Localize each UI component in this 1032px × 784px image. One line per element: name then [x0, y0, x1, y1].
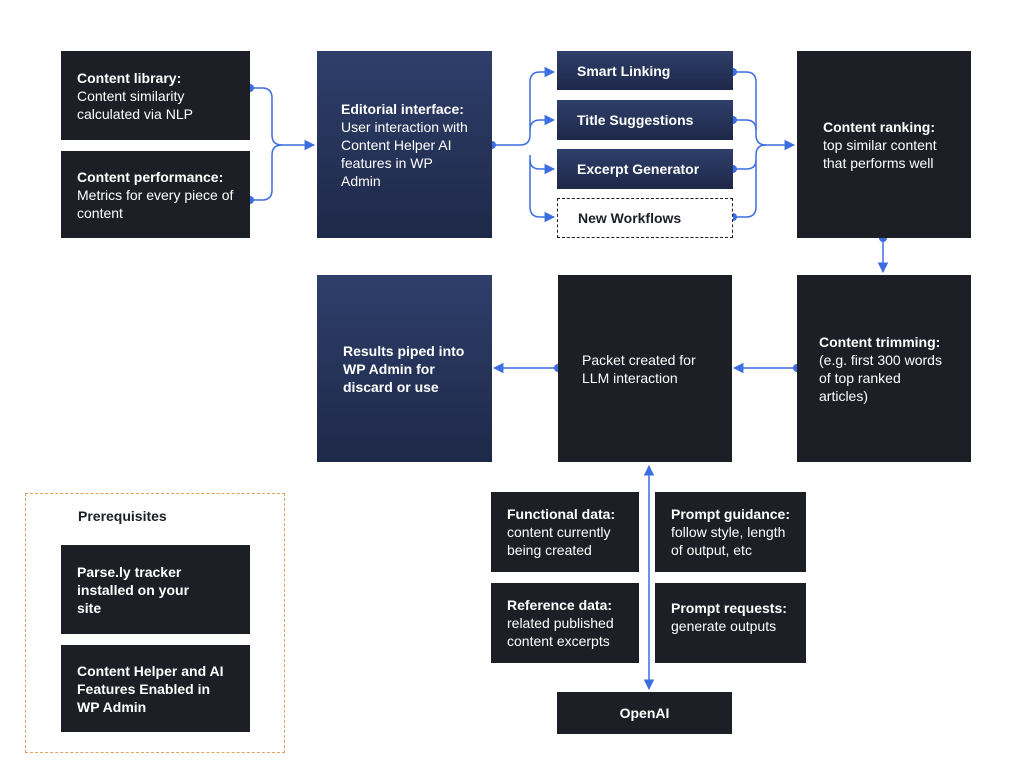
content-library-desc: Content similarity calculated via NLP: [77, 87, 193, 122]
content-ranking-title: Content ranking:: [823, 118, 935, 135]
smart-linking-node: Smart Linking: [557, 51, 733, 90]
new-workflows-label: New Workflows: [578, 210, 682, 226]
connector-performance-to-editorial: [250, 144, 283, 201]
content-performance-title: Content performance:: [77, 168, 224, 185]
openai-node: OpenAI: [557, 692, 732, 734]
packet-node: Packet created for LLM interaction: [558, 275, 732, 462]
connector-library-to-editorial: [250, 87, 316, 151]
content-trimming-node: Content trimming: (e.g. first 300 words …: [797, 275, 971, 462]
functional-data-title: Functional data:: [507, 506, 616, 522]
title-suggestions-label: Title Suggestions: [577, 112, 694, 128]
prompt-guidance-desc: follow style, length of output, etc: [671, 524, 786, 558]
reference-data-desc: related published content excerpts: [507, 615, 614, 649]
prompt-requests-desc: generate outputs: [671, 618, 777, 634]
prompt-guidance-title: Prompt guidance:: [671, 506, 791, 522]
connector-editorial-to-title: [529, 114, 556, 131]
prompt-requests-title: Prompt requests:: [671, 600, 787, 616]
reference-data-title: Reference data:: [507, 597, 613, 613]
packet-desc: Packet created for LLM interaction: [582, 351, 696, 386]
prerequisites-group: [25, 493, 285, 753]
title-suggestions-node: Title Suggestions: [557, 100, 733, 140]
prompt-guidance-node: Prompt guidance: follow style, length of…: [655, 492, 806, 572]
connector-smart-linking-to-ranking: [733, 71, 796, 151]
content-ranking-node: Content ranking: top similar content tha…: [797, 51, 971, 238]
excerpt-generator-label: Excerpt Generator: [577, 161, 700, 177]
content-performance-desc: Metrics for every piece of content: [77, 186, 234, 221]
connector-title-to-ranking: [733, 119, 757, 131]
functional-data-desc: content currently being created: [507, 524, 611, 558]
content-library-node: Content library: Content similarity calc…: [61, 51, 250, 140]
prerequisite-item: Content Helper and AI Features Enabled i…: [61, 645, 250, 732]
functional-data-node: Functional data: content currently being…: [491, 492, 639, 572]
results-title: Results piped into WP Admin for discard …: [343, 342, 465, 395]
editorial-interface-node: Editorial interface: User interaction wi…: [317, 51, 492, 238]
prerequisite-tracker-label: Parse.ly tracker installed on your site: [77, 563, 190, 616]
prompt-requests-node: Prompt requests: generate outputs: [655, 583, 806, 663]
smart-linking-label: Smart Linking: [577, 62, 671, 79]
results-node: Results piped into WP Admin for discard …: [317, 275, 492, 462]
new-workflows-node: New Workflows: [557, 198, 733, 238]
openai-label: OpenAI: [619, 705, 670, 721]
connector-workflows-to-ranking: [733, 144, 767, 218]
content-trimming-title: Content trimming:: [819, 333, 941, 350]
prerequisites-title: Prerequisites: [78, 508, 167, 524]
content-trimming-desc: (e.g. first 300 words of top ranked arti…: [819, 351, 942, 404]
reference-data-node: Reference data: related published conten…: [491, 583, 639, 663]
content-ranking-desc: top similar content that performs well: [823, 136, 937, 171]
content-performance-node: Content performance: Metrics for every p…: [61, 151, 250, 238]
prerequisite-features-label: Content Helper and AI Features Enabled i…: [77, 662, 224, 715]
content-library-title: Content library:: [77, 69, 182, 86]
editorial-interface-title: Editorial interface:: [341, 100, 464, 117]
prerequisite-item: Parse.ly tracker installed on your site: [61, 545, 250, 634]
connector-editorial-to-workflows: [529, 155, 556, 223]
editorial-interface-desc: User interaction with Content Helper AI …: [341, 118, 468, 189]
excerpt-generator-node: Excerpt Generator: [557, 149, 733, 189]
connector-editorial-to-excerpt: [529, 159, 556, 175]
connector-editorial-to-smart-linking: [492, 66, 556, 146]
